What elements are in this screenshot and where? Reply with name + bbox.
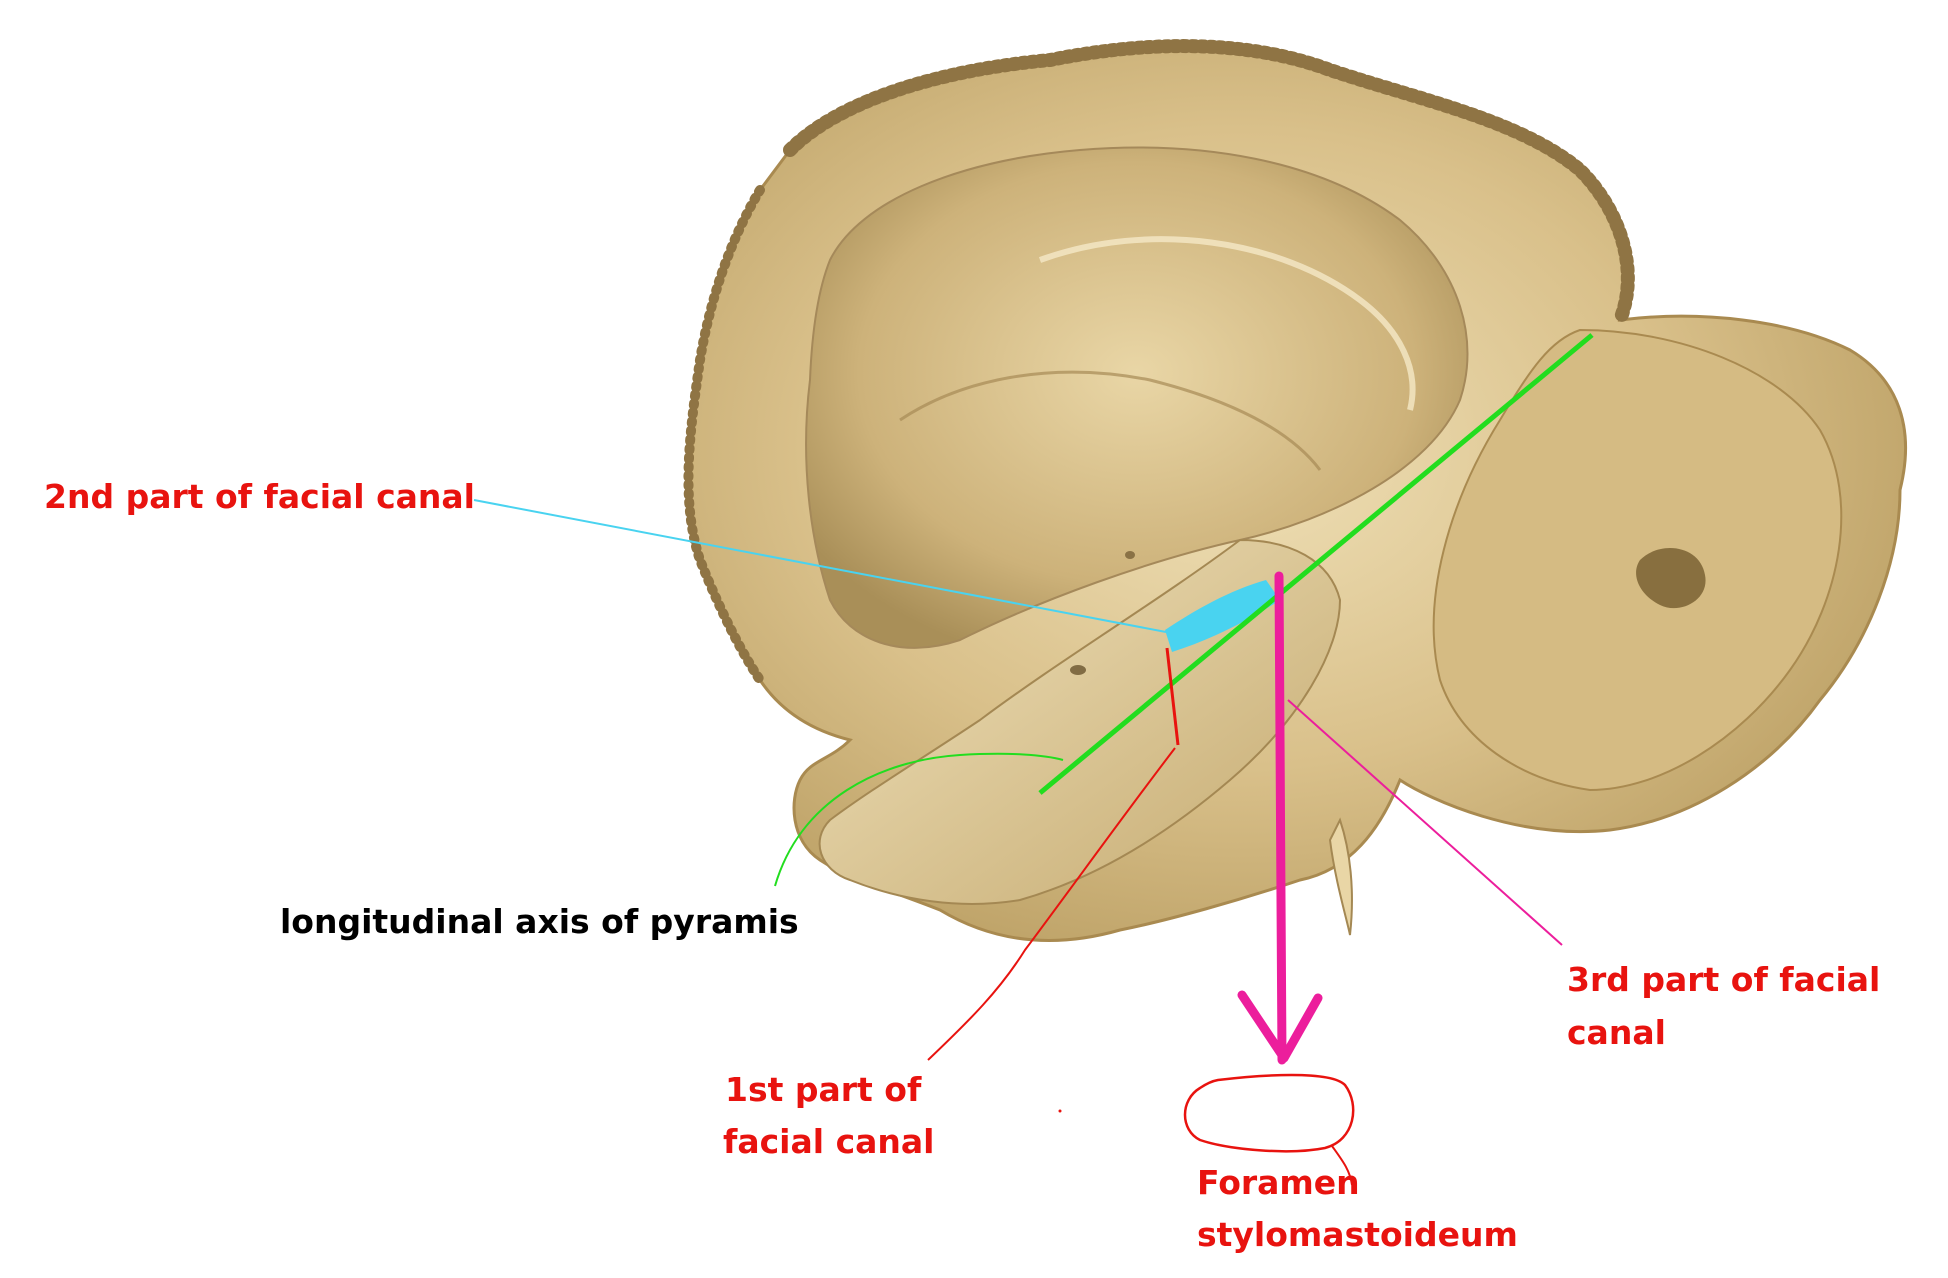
mastoid-region	[1432, 328, 1843, 792]
first-part-marker	[1165, 647, 1180, 746]
squamous-edge	[783, 39, 1635, 327]
first-part-leader	[927, 747, 1176, 1061]
longitudinal-axis-line	[1038, 333, 1594, 795]
label-foramen-line2: stylomastoideum	[1197, 1215, 1518, 1254]
label-third-part-line2: canal	[1567, 1013, 1666, 1052]
label-longitudinal-axis: longitudinal axis of pyramis	[280, 902, 799, 941]
small-foramen	[1070, 665, 1086, 675]
third-part-arrowhead	[1237, 990, 1323, 1063]
foramen-leader	[1331, 1145, 1353, 1186]
left-rough-edge	[683, 185, 765, 685]
longitudinal-axis-leader	[774, 752, 1064, 887]
label-first-part-line2: facial canal	[723, 1122, 935, 1161]
fossa-ridge	[1038, 236, 1416, 411]
foramen-outline	[1183, 1073, 1355, 1153]
cerebral-fossa	[805, 146, 1469, 649]
fossa-groove	[899, 370, 1322, 471]
small-foramen	[1125, 551, 1135, 559]
label-second-part: 2nd part of facial canal	[44, 477, 475, 516]
label-third-part-line1: 3rd part of facial	[1567, 960, 1881, 999]
stray-dot	[1058, 1109, 1062, 1113]
styloid-process	[1328, 817, 1353, 936]
second-part-marker	[1165, 580, 1280, 652]
external-acoustic-meatus	[1636, 548, 1706, 609]
label-first-part-line1: 1st part of	[725, 1070, 922, 1109]
label-foramen-line1: Foramen	[1197, 1163, 1360, 1202]
third-part-leader	[1287, 699, 1563, 946]
third-part-arrow-shaft	[1274, 571, 1287, 1065]
second-part-leader-line	[473, 499, 1167, 633]
